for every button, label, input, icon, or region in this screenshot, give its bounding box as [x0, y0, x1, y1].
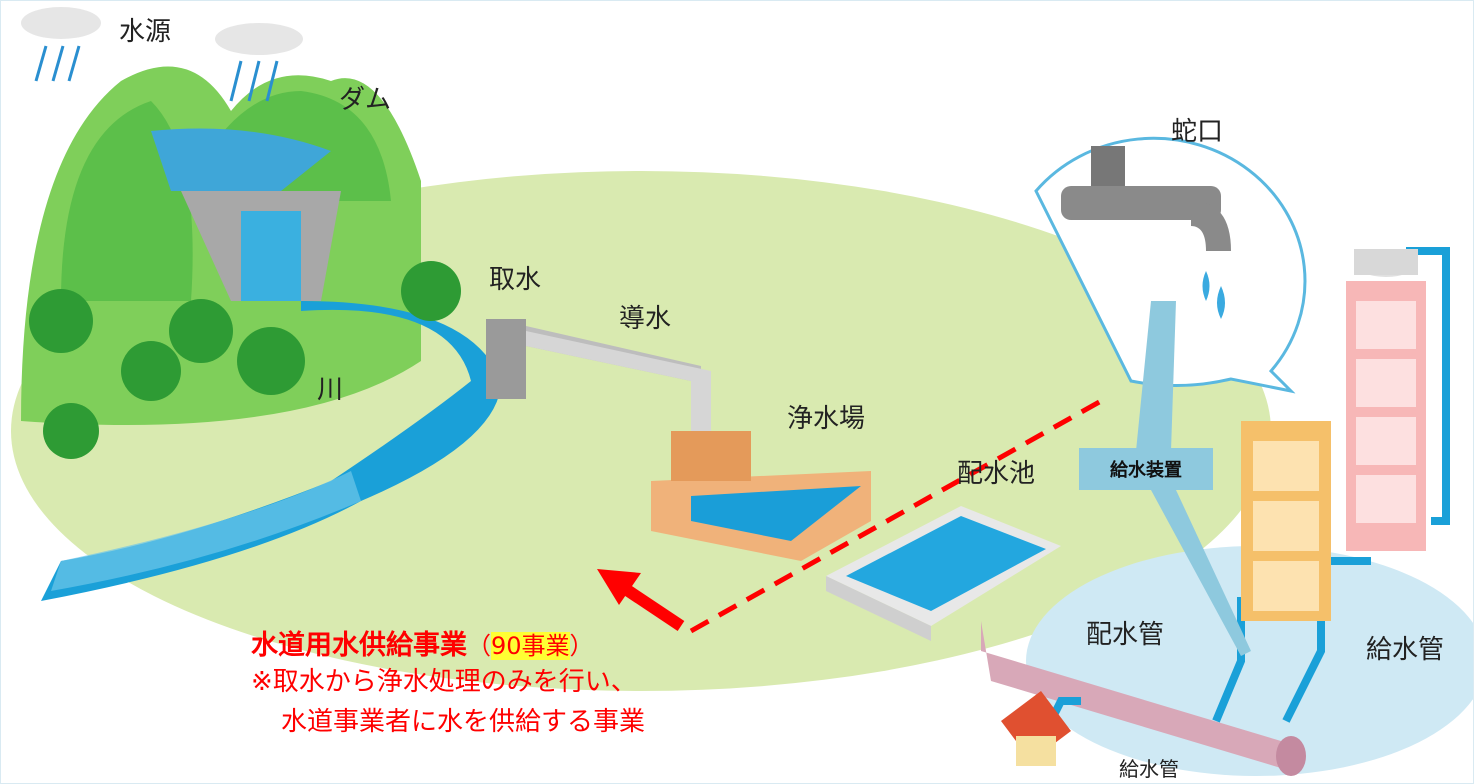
- intake-structure: [486, 319, 711, 441]
- house: [1001, 691, 1071, 766]
- treatment-plant: [651, 431, 871, 561]
- label-water-source: 水源: [119, 17, 172, 47]
- label-faucet: 蛇口: [1171, 117, 1224, 147]
- label-service-pipe-bottom: 給水管: [1119, 757, 1179, 781]
- service-device-label: 給水装置: [1110, 460, 1182, 481]
- trees: [29, 261, 461, 459]
- annotation-count: 90事業: [491, 632, 570, 660]
- label-dam: ダム: [339, 85, 392, 115]
- service-device-pointer: [1136, 301, 1176, 451]
- building-small: [1241, 421, 1331, 621]
- building-tall: [1346, 249, 1426, 551]
- cloud-left: [21, 7, 101, 82]
- label-conveyance: 導水: [619, 304, 672, 334]
- label-distribution-pipe: 配水管: [1086, 620, 1165, 650]
- label-river: 川: [317, 375, 344, 405]
- annotation-line2: 水道事業者に水を供給する事業: [281, 707, 646, 737]
- annotation-line1: ※取水から浄水処理のみを行い、: [251, 667, 637, 697]
- annotation-paren-close: ）: [569, 632, 594, 660]
- red-arrow: [597, 569, 685, 631]
- label-distribution-reservoir: 配水池: [957, 459, 1036, 489]
- service-device-callout: 給水装置: [1079, 448, 1213, 490]
- dam: [181, 191, 341, 301]
- annotation-title: 水道用水供給事業: [251, 630, 467, 661]
- faucet-icon: [1061, 146, 1231, 319]
- label-treatment-plant: 浄水場: [787, 404, 866, 434]
- annotation-block: 水道用水供給事業（90事業）: [251, 623, 594, 662]
- distribution-reservoir: [826, 506, 1061, 641]
- boundary-dashed-line: [689, 398, 1103, 634]
- cloud-right: [215, 23, 303, 102]
- annotation-paren-open: （: [467, 632, 491, 660]
- distribution-pipe: [981, 621, 1291, 771]
- label-intake: 取水: [489, 265, 542, 295]
- label-service-pipe-right: 給水管: [1366, 635, 1445, 665]
